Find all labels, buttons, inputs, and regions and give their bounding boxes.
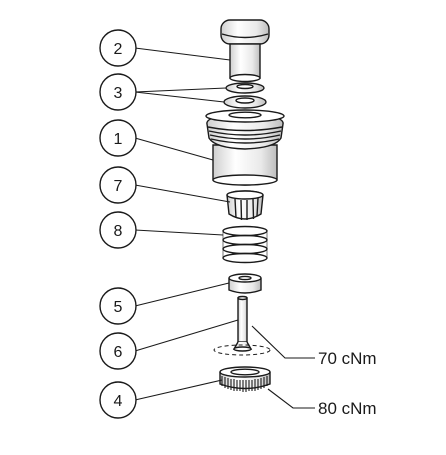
part-2-cap bbox=[220, 19, 270, 83]
part-1-body bbox=[205, 109, 285, 186]
part-3-washers bbox=[223, 82, 267, 109]
callout-6: 6 bbox=[99, 332, 137, 370]
part-8-spring bbox=[222, 225, 268, 264]
torque-label-pin: 70 cNm bbox=[318, 349, 377, 368]
callout-1-label: 1 bbox=[114, 131, 123, 148]
callout-2: 2 bbox=[99, 29, 137, 67]
torque-leaders bbox=[251, 325, 315, 409]
callout-7: 7 bbox=[99, 166, 137, 204]
callout-4-label: 4 bbox=[114, 393, 123, 410]
callout-2-label: 2 bbox=[114, 41, 123, 58]
callout-6-label: 6 bbox=[114, 344, 123, 361]
callout-4: 4 bbox=[99, 381, 137, 419]
callout-8: 8 bbox=[99, 211, 137, 249]
callout-3-label: 3 bbox=[114, 85, 123, 102]
callout-5-label: 5 bbox=[114, 299, 123, 316]
callout-group: 2 3 1 7 8 5 6 4 bbox=[99, 29, 137, 419]
part-7-collet bbox=[226, 190, 264, 221]
callout-7-label: 7 bbox=[114, 178, 123, 195]
part-6-pin bbox=[213, 295, 271, 356]
part-4-nut bbox=[219, 366, 271, 392]
callout-5: 5 bbox=[99, 287, 137, 325]
leader-lines bbox=[134, 47, 239, 401]
callout-3: 3 bbox=[99, 73, 137, 111]
torque-label-nut: 80 cNm bbox=[318, 399, 377, 418]
callout-1: 1 bbox=[99, 119, 137, 157]
part-5-spacer bbox=[228, 273, 262, 294]
callout-8-label: 8 bbox=[114, 223, 123, 240]
